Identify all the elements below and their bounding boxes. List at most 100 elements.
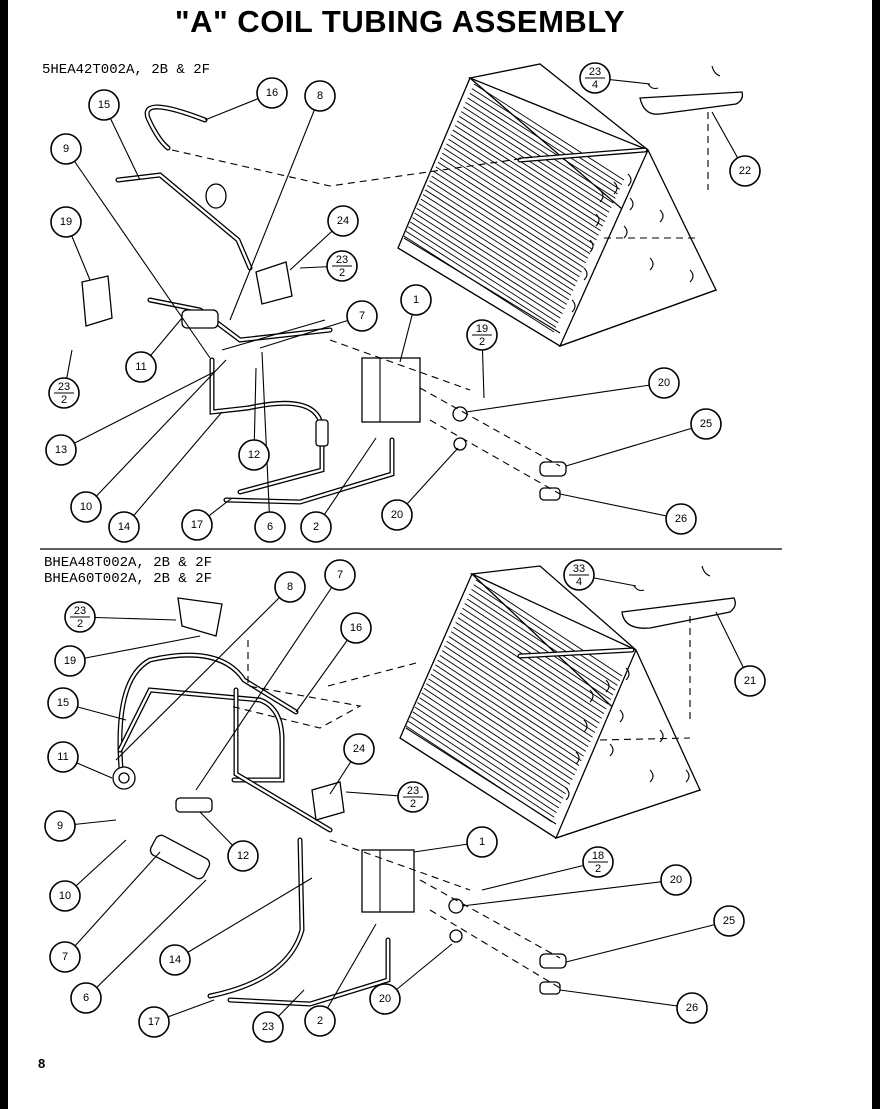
bottom-callout-15: 15 (47, 687, 79, 719)
callout-number: 12 (248, 449, 260, 461)
callout-number: 11 (135, 361, 146, 373)
bottom-callout-33: 334 (563, 559, 595, 591)
callout-leader (261, 351, 271, 528)
coil-fin-line (468, 593, 616, 691)
callout-number: 26 (686, 1002, 698, 1014)
bottom-callout-26: 26 (676, 992, 708, 1024)
bottom-callout-2: 2 (304, 1005, 336, 1037)
bottom-a-coil (399, 565, 702, 840)
coil-fin-line (427, 184, 578, 282)
callout-number: 14 (118, 521, 130, 533)
top-callout-23: 232 (48, 377, 80, 409)
top-callout-6: 6 (254, 511, 286, 543)
callout-number: 7 (359, 310, 365, 322)
bottom-callout-18: 182 (582, 846, 614, 878)
coil-fin-line (465, 102, 616, 199)
callout-number: 19 (476, 323, 488, 335)
coil-fin-line (441, 650, 589, 748)
coil-fin-line (467, 97, 618, 195)
top-callout-8: 8 (304, 80, 336, 112)
callout-number: 24 (337, 215, 349, 227)
coil-fin-line (469, 92, 621, 190)
top-callout-7: 7 (346, 300, 378, 332)
callout-leader (461, 879, 677, 907)
top-callout-17: 17 (181, 509, 213, 541)
coil-fin-line (405, 231, 557, 328)
bottom-callout-21: 21 (734, 665, 766, 697)
coil-fin-line (473, 83, 625, 181)
coil-fin-line (433, 171, 584, 268)
callout-number: 13 (55, 444, 67, 456)
coil-fin-line (463, 106, 614, 204)
bottom-callout-23: 232 (397, 781, 429, 813)
top-callout-19: 192 (466, 319, 498, 351)
callout-leader (79, 616, 177, 621)
top-callout-13: 13 (45, 434, 77, 466)
coil-fin-line (430, 673, 578, 771)
coil-fin-line (441, 152, 593, 250)
coil-fin-line (459, 612, 607, 710)
callout-leader (60, 371, 215, 451)
callout-number: 16 (350, 622, 362, 634)
coil-fin-line (424, 189, 576, 287)
coil-fin-line (446, 143, 597, 241)
bottom-model-label-2: BHEA60T002A, 2B & 2F (44, 571, 213, 587)
top-drain-pan-part (639, 65, 744, 115)
coil-fin-line (437, 161, 589, 259)
callout-leader (559, 989, 693, 1009)
callout-number: 6 (267, 521, 273, 533)
callout-number: 2 (313, 521, 319, 533)
callout-number: 26 (675, 513, 687, 525)
coil-fin-line (448, 636, 596, 733)
coil-fin-line (450, 134, 601, 232)
callout-leader (229, 95, 321, 321)
callout-leader (69, 635, 201, 662)
callout-number: 20 (391, 509, 403, 521)
coil-fin-line (417, 702, 564, 799)
coil-fin-line (444, 645, 591, 743)
coil-fin-line (454, 125, 606, 222)
bottom-callout-7: 7 (324, 559, 356, 591)
callout-number: 7 (337, 569, 343, 581)
coil-fin-line (453, 626, 600, 724)
coil-fin-line (428, 678, 575, 776)
callout-quantity: 4 (576, 576, 582, 588)
callout-quantity: 2 (595, 863, 601, 875)
callout-leader (565, 423, 707, 467)
coil-fin-line (414, 212, 565, 310)
coil-fin-line (452, 129, 604, 227)
coil-fin-line (410, 221, 561, 319)
bottom-callout-16: 16 (340, 612, 372, 644)
bottom-model-label-1: BHEA48T002A, 2B & 2F (44, 555, 213, 571)
coil-fin-line (414, 706, 562, 804)
callout-number: 9 (63, 143, 69, 155)
callout-number: 33 (573, 563, 585, 575)
callout-leader (559, 493, 682, 520)
callout-number: 19 (60, 216, 72, 228)
callout-leader (481, 861, 599, 891)
callout-number: 22 (739, 165, 751, 177)
callout-quantity: 2 (77, 618, 83, 630)
callout-number: 20 (379, 993, 391, 1005)
bottom-callout-14: 14 (159, 944, 191, 976)
callout-leader (465, 382, 665, 413)
coil-fin-line (435, 166, 587, 264)
coil-fin-line (446, 640, 593, 738)
top-callout-9: 9 (50, 133, 82, 165)
callout-number: 20 (670, 874, 682, 886)
top-callout-25: 25 (690, 408, 722, 440)
coil-fin-line (412, 217, 563, 314)
coil-fin-line (426, 683, 573, 780)
callout-number: 11 (57, 751, 68, 763)
bottom-callout-24: 24 (343, 733, 375, 765)
callout-number: 15 (57, 697, 69, 709)
callout-number: 17 (148, 1016, 160, 1028)
coil-fin-line (439, 654, 587, 752)
coil-fin-line (450, 631, 598, 729)
coil-fin-line (432, 669, 580, 766)
bottom-callout-23: 232 (64, 601, 96, 633)
bottom-callout-23: 23 (252, 1011, 284, 1043)
callout-number: 18 (592, 850, 604, 862)
bottom-callout-6: 6 (70, 982, 102, 1014)
